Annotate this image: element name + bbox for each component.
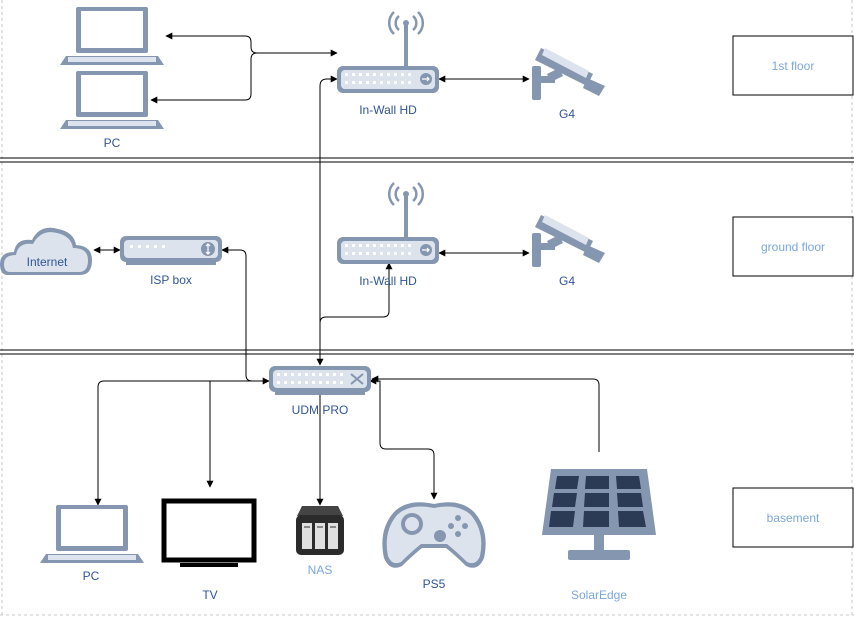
internet-label: Internet [27,255,68,269]
router-icon [269,366,371,395]
floor-label-ground: ground floor [732,216,854,277]
pc-bottom-label: PC [83,569,100,583]
floor-separator-top [0,157,854,163]
inwall-2-label: In-Wall HD [359,274,417,288]
inwall-1-label: In-Wall HD [359,103,417,117]
svg-text:1st floor: 1st floor [772,59,815,73]
edge-pc1-inwall [165,32,338,57]
tv-label: TV [202,588,217,602]
laptop-icon [60,71,164,129]
wireless-access-point-icon [337,11,439,93]
wireless-access-point-icon [337,182,439,264]
security-camera-icon [532,48,605,100]
nas-icon [296,506,344,555]
pc-top-label: PC [104,136,121,150]
edge-inwall2-udm [319,262,393,324]
isp-box-label: ISP box [150,273,192,287]
edge-isp-udm [221,246,270,385]
laptop-icon [40,505,144,563]
edge-solaredge-udm [371,375,600,452]
svg-text:ground floor: ground floor [761,240,825,254]
nas-label: NAS [308,563,333,577]
modem-icon [120,236,222,265]
floor-separator-bottom [0,349,854,355]
udm-pro-label: UDM PRO [292,403,349,417]
g4-2-label: G4 [559,274,575,288]
svg-text:basement: basement [767,511,820,525]
laptop-icon [60,7,164,65]
connectors [93,32,600,506]
edge-udm-pc [94,380,269,506]
cloud-icon [0,227,92,275]
floor-label-basement: basement [732,487,854,548]
solar-panel-icon [542,469,656,560]
gamepad-icon [382,502,486,568]
floor-label-first: 1st floor [732,35,854,96]
edge-inwall1-udm [316,75,338,366]
solaredge-label: SolarEdge [571,588,627,602]
ps5-label: PS5 [423,577,446,591]
edge-pc2-inwall [150,52,258,104]
monitor-icon [161,498,257,567]
g4-1-label: G4 [559,107,575,121]
edge-udm-ps5 [369,377,438,500]
security-camera-icon [532,215,605,267]
